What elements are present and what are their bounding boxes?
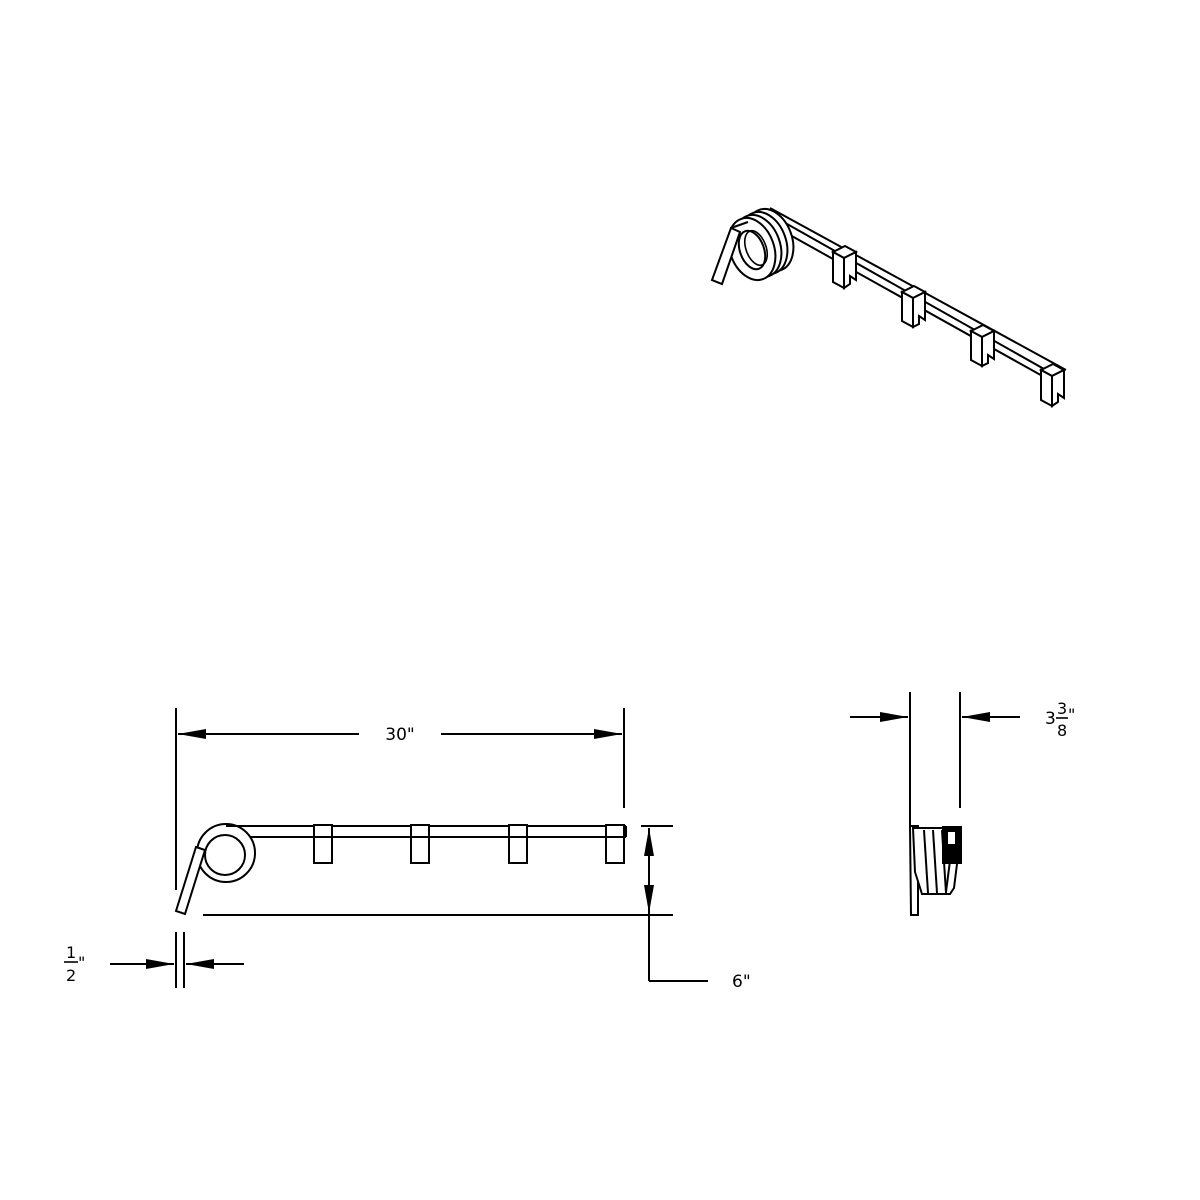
- clip-front-4: [605, 824, 625, 864]
- length-label: 30": [385, 725, 414, 745]
- dimension-height: 6": [203, 825, 751, 992]
- width-denominator: 8: [1057, 721, 1067, 740]
- clip-iso-2: [899, 284, 928, 329]
- width-unit: ": [1068, 705, 1075, 724]
- clip-front-3: [508, 824, 528, 864]
- clip-iso-3: [968, 323, 997, 368]
- clip-front-2: [410, 824, 430, 864]
- width-whole: 3: [1045, 709, 1056, 729]
- thickness-unit: ": [78, 953, 85, 972]
- spring-coil-iso: [710, 208, 795, 286]
- thickness-denominator: 2: [66, 966, 76, 985]
- width-numerator: 3: [1057, 699, 1067, 718]
- dimension-length: 30": [175, 708, 625, 890]
- thickness-numerator: 1: [66, 943, 76, 962]
- clips-iso: [830, 244, 1067, 408]
- front-view: 30" 6" 1 2 ": [64, 708, 751, 992]
- clip-front-1: [313, 824, 333, 864]
- dimension-width: 3 3 8 ": [850, 692, 1075, 826]
- clip-iso-1: [830, 244, 859, 290]
- dimension-wire-thickness: 1 2 ": [64, 932, 244, 988]
- clips-front: [313, 824, 625, 864]
- isometric-view: [710, 207, 1067, 408]
- spring-side-profile: [908, 825, 962, 916]
- spring-coil-front: [174, 823, 256, 916]
- clip-iso-4: [1038, 362, 1067, 408]
- side-view: 3 3 8 ": [850, 692, 1075, 916]
- height-label: 6": [732, 972, 751, 992]
